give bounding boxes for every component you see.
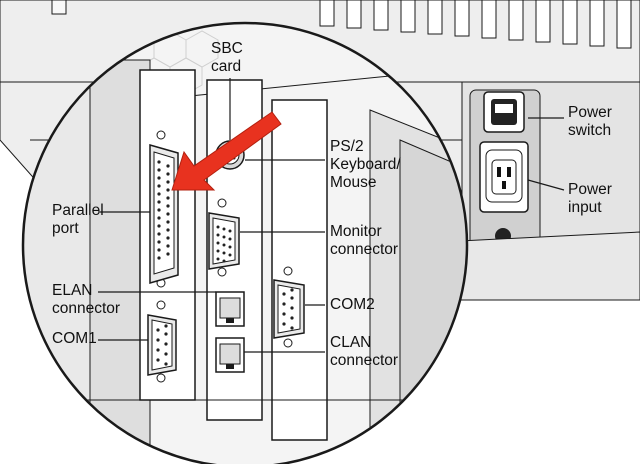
monitor-port — [208, 198, 240, 277]
elan-connector-label: ELAN connector — [52, 282, 121, 317]
com1-port — [147, 300, 177, 383]
parallel-port-label: Parallel port — [52, 202, 104, 237]
com1-label: COM1 — [52, 330, 97, 347]
power-switch-label: Power switch — [568, 104, 612, 139]
power-input — [479, 141, 529, 244]
power-switch — [483, 91, 525, 133]
com2-port — [273, 266, 305, 348]
clan-connector-label: CLAN connector — [330, 334, 399, 369]
slot-plate-3 — [271, 99, 328, 441]
elan-port — [215, 291, 245, 327]
sbc-card-label: SBC card — [211, 40, 243, 75]
parallel-port — [149, 130, 179, 288]
leader-lines — [98, 78, 565, 353]
slot-plate-1 — [139, 69, 196, 401]
clan-port — [215, 337, 245, 373]
com2-label: COM2 — [330, 296, 375, 313]
red-pointer-arrow — [171, 111, 282, 191]
monitor-connector-label: Monitor connector — [330, 223, 399, 258]
power-input-label: Power input — [568, 181, 612, 216]
ps2-label: PS/2 Keyboard/ Mouse — [330, 138, 401, 191]
